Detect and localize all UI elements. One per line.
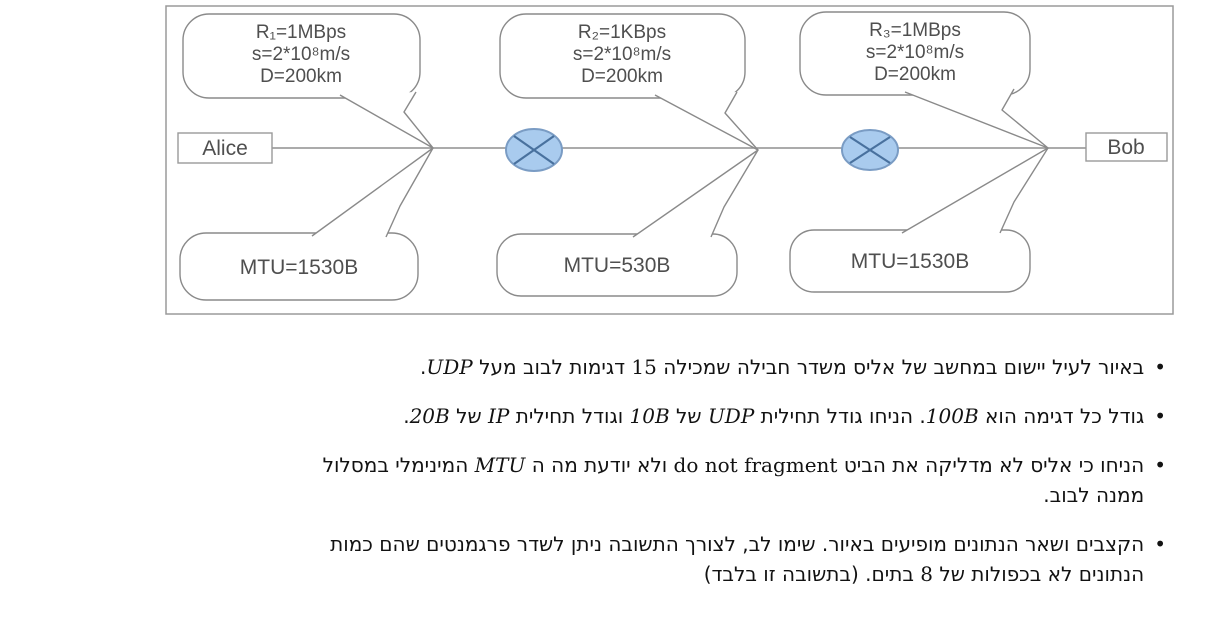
link1-mtu-bubble: MTU=1530B [179, 147, 434, 301]
link3-params-bubble: R₃=1MBps s=2*10⁸m/s D=200km [799, 11, 1049, 149]
bullet-icon: • [1154, 453, 1166, 477]
bubble-tail [654, 91, 759, 151]
bubble-tail [901, 147, 1049, 234]
bob-label: Bob [1107, 136, 1144, 159]
bullet-text: גודל כל דגימה הוא 100B. הניחו גודל תחילי… [403, 404, 1145, 428]
network-diagram: Alice Bob R₁=1M [165, 5, 1174, 315]
list-item: • באיור לעיל יישום במחשב של אליס משדר חבי… [323, 352, 1166, 382]
bullet-text: הניחו כי אליס לא מדליקה את הביט do not f… [322, 453, 1145, 507]
router-1-icon [505, 128, 563, 172]
link1-distance: D=200km [260, 66, 342, 87]
link1-speed: s=2*10⁸m/s [252, 44, 350, 65]
link2-rate: R₂=1KBps [578, 22, 666, 43]
link1-rate: R₁=1MBps [256, 22, 346, 43]
bob-node: Bob [1085, 132, 1168, 162]
list-item: • הקצבים ושאר הנתונים מופיעים באיור. שימו… [323, 529, 1166, 589]
link2-distance: D=200km [581, 66, 663, 87]
link2-params-bubble: R₂=1KBps s=2*10⁸m/s D=200km [499, 13, 759, 151]
bullet-text: הקצבים ושאר הנתונים מופיעים באיור. שימו … [330, 532, 1145, 586]
bullet-list: • באיור לעיל יישום במחשב של אליס משדר חבי… [323, 352, 1166, 608]
bubble-tail [632, 149, 759, 238]
link2-speed: s=2*10⁸m/s [573, 44, 671, 65]
bullet-icon: • [1154, 355, 1166, 379]
link2-mtu-bubble: MTU=530B [496, 149, 759, 297]
link1-mtu: MTU=1530B [240, 256, 358, 279]
link3-mtu: MTU=1530B [851, 250, 969, 273]
link3-distance: D=200km [874, 64, 956, 85]
link3-speed: s=2*10⁸m/s [866, 42, 964, 63]
list-item: • גודל כל דגימה הוא 100B. הניחו גודל תחיל… [323, 401, 1166, 431]
router-2-icon [841, 129, 899, 171]
bubble-tail [904, 88, 1049, 149]
bullet-icon: • [1154, 404, 1166, 428]
bullet-text: באיור לעיל יישום במחשב של אליס משדר חביל… [420, 355, 1145, 379]
link2-mtu: MTU=530B [564, 254, 671, 277]
link1-params-bubble: R₁=1MBps s=2*10⁸m/s D=200km [182, 13, 434, 149]
alice-node: Alice [177, 132, 273, 164]
list-item: • הניחו כי אליס לא מדליקה את הביט do not … [323, 450, 1166, 510]
alice-label: Alice [202, 137, 248, 160]
bubble-tail [311, 147, 434, 238]
network-diagram-svg: Alice Bob R₁=1M [165, 5, 1174, 315]
link3-mtu-bubble: MTU=1530B [789, 147, 1049, 293]
link3-rate: R₃=1MBps [869, 20, 961, 41]
bubble-tail [339, 91, 434, 149]
bullet-icon: • [1154, 532, 1166, 556]
